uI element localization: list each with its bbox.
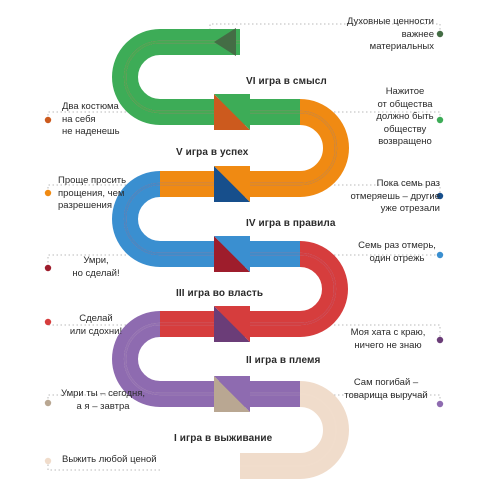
proverb-success-dark: Два костюма на себя не наденешь — [62, 101, 120, 137]
stripe-survival-0 — [220, 392, 338, 468]
connector-left-4-dot — [44, 189, 52, 197]
proverb-meaning: Нажитое от общества должно быть обществу… — [376, 86, 434, 147]
joint-power-rules — [214, 236, 250, 272]
joint-survival-tribe-upper — [214, 376, 250, 412]
proverb-rules: Семь раз отмерь, один отрежь — [358, 240, 436, 264]
proverb-tribe: Сам погибай – товарища выручай — [344, 377, 428, 401]
connector-left-3-dot — [44, 264, 52, 272]
stripe-rules-3 — [123, 182, 300, 256]
connector-right-1-line — [330, 324, 441, 340]
spiral-bands — [112, 28, 349, 479]
game-label-success: V игра в успех — [176, 147, 249, 158]
connector-right-3-dot — [436, 192, 444, 200]
arrow-head — [214, 28, 236, 56]
connector-right-3-line — [330, 184, 441, 196]
connector-right-5-dot — [436, 30, 444, 38]
connector-right-0-dot — [436, 400, 444, 408]
proverb-rules-dark: Пока семь раз отмеряешь – другие уже отр… — [350, 178, 440, 214]
joint-rules-success — [214, 166, 250, 202]
stripe-tribe-1 — [123, 322, 300, 396]
proverb-survival: Выжить любой ценой — [62, 454, 157, 465]
connector-left-0-dot — [44, 457, 52, 465]
stripe-success-4 — [160, 110, 338, 186]
connector-left-5-dot — [44, 116, 52, 124]
proverb-power: Сделай или сдохни! — [69, 313, 123, 337]
joint-tribe-power-upper — [214, 306, 250, 342]
proverb-power-dark: Умри, но сделай! — [72, 255, 120, 279]
connector-right-1-dot — [436, 336, 444, 344]
joint-rules-success-upper — [214, 166, 250, 202]
game-label-meaning: VI игра в смысл — [246, 76, 327, 87]
joint-success-meaning — [214, 94, 250, 130]
joint-power-rules-upper — [214, 236, 250, 272]
stripe-power-2 — [160, 252, 337, 326]
stripe-meaning-5 — [123, 40, 300, 114]
connector-right-4-line — [330, 111, 441, 120]
proverb-markers — [44, 30, 444, 465]
game-label-tribe: II игра в племя — [246, 355, 321, 366]
connector-left-0-line — [47, 461, 160, 471]
connector-right-2-dot — [436, 251, 444, 259]
game-label-power: III игра во власть — [176, 288, 264, 299]
joint-tribe-power — [214, 306, 250, 342]
game-label-rules: IV игра в правила — [246, 218, 336, 229]
proverb-tribe-dark: Моя хата с краю, ничего не знаю — [350, 327, 426, 351]
proverb-survival-dark: Умри ты – сегодня, а я – завтра — [60, 388, 146, 412]
joint-survival-tribe — [214, 376, 250, 412]
connector-right-4-dot — [436, 116, 444, 124]
connector-left-1-dot — [44, 399, 52, 407]
proverb-success: Проще просить прощения, чем разрешения — [58, 175, 127, 211]
joint-success-meaning-upper — [214, 94, 250, 130]
proverb-meaning-dark: Духовные ценности важнее материальных — [346, 16, 434, 52]
game-label-survival: I игра в выживание — [174, 433, 273, 444]
connector-left-2-dot — [44, 318, 52, 326]
